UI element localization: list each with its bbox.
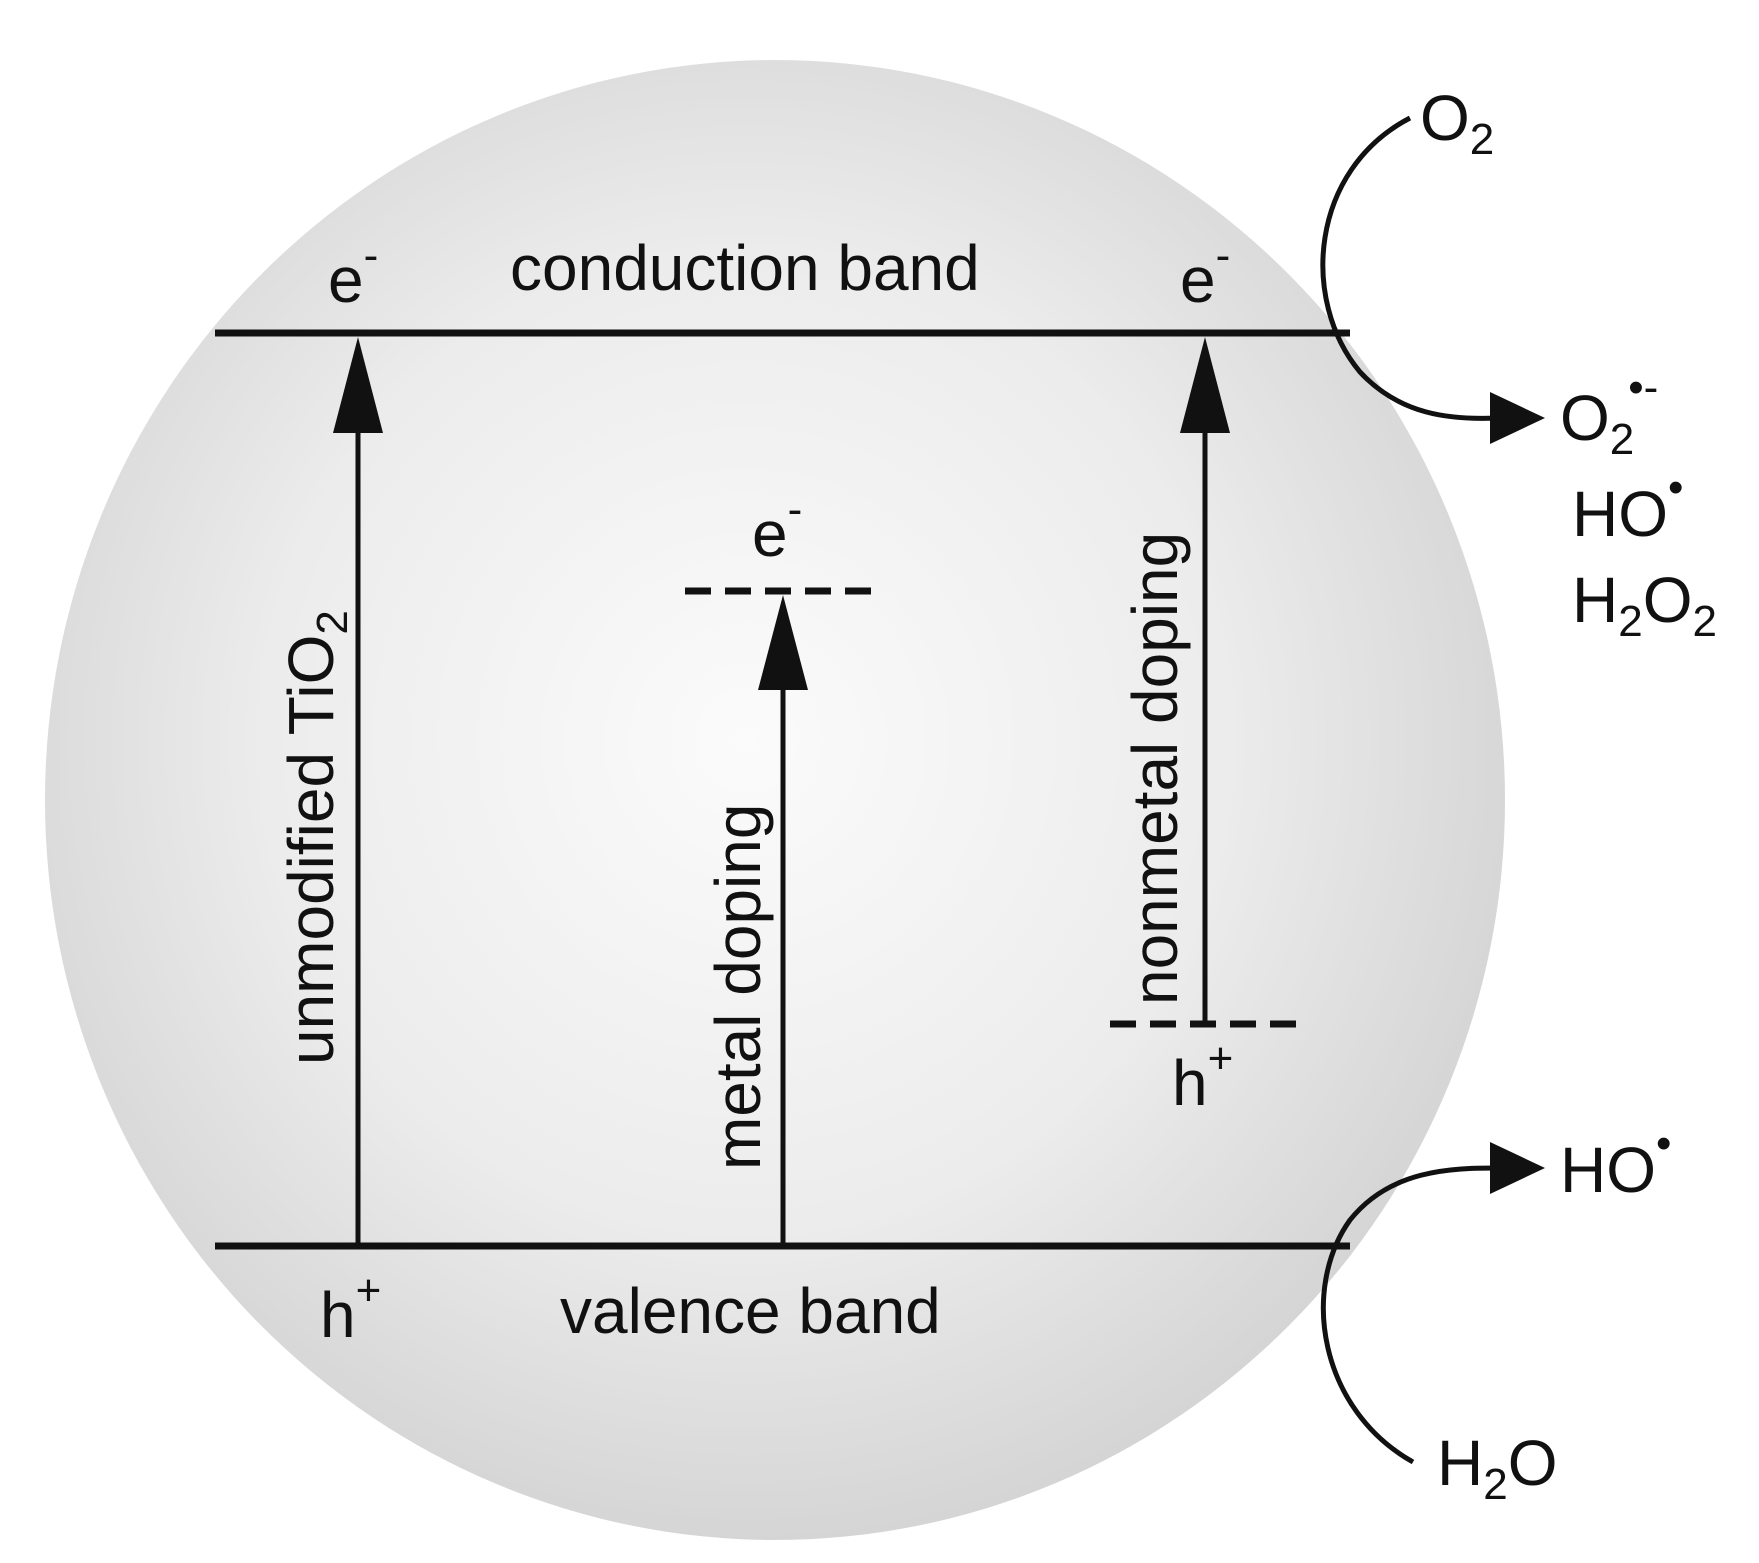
water-label: H2O (1437, 1427, 1557, 1509)
hydroxyl-radical-label-bottom: HO• (1560, 1119, 1671, 1206)
unmodified-tio2-label: unmodified TiO2 (275, 610, 357, 1065)
electron-nonmetal: e- (1180, 231, 1230, 316)
hole-valence: h+ (320, 1266, 381, 1351)
valence-band-label: valence band (560, 1275, 941, 1347)
nonmetal-doping-label: nonmetal doping (1119, 532, 1191, 1005)
reduction-arrowhead (1490, 392, 1545, 444)
tio2-particle-sphere (45, 60, 1505, 1540)
nonmetal-transition-arrowhead (1180, 337, 1230, 433)
oxidation-curve-arrow (1320, 1165, 1498, 1465)
oxidation-arrowhead (1490, 1142, 1545, 1194)
metal-transition-arrowhead (758, 595, 808, 690)
unmodified-transition-arrowhead (333, 337, 383, 433)
electron-metal-level: e- (752, 485, 802, 570)
metal-doping-label: metal doping (702, 804, 774, 1170)
hydrogen-peroxide-label: H2O2 (1572, 564, 1717, 646)
superoxide-label: O2•- (1560, 363, 1658, 464)
reduction-curve-arrow (1320, 115, 1498, 421)
hole-nonmetal-level: h+ (1172, 1034, 1233, 1119)
oxygen-label: O2 (1420, 82, 1494, 164)
hydroxyl-radical-label-top: HO• (1572, 463, 1683, 550)
electron-unmodified: e- (328, 231, 378, 316)
conduction-band-label: conduction band (510, 232, 980, 304)
